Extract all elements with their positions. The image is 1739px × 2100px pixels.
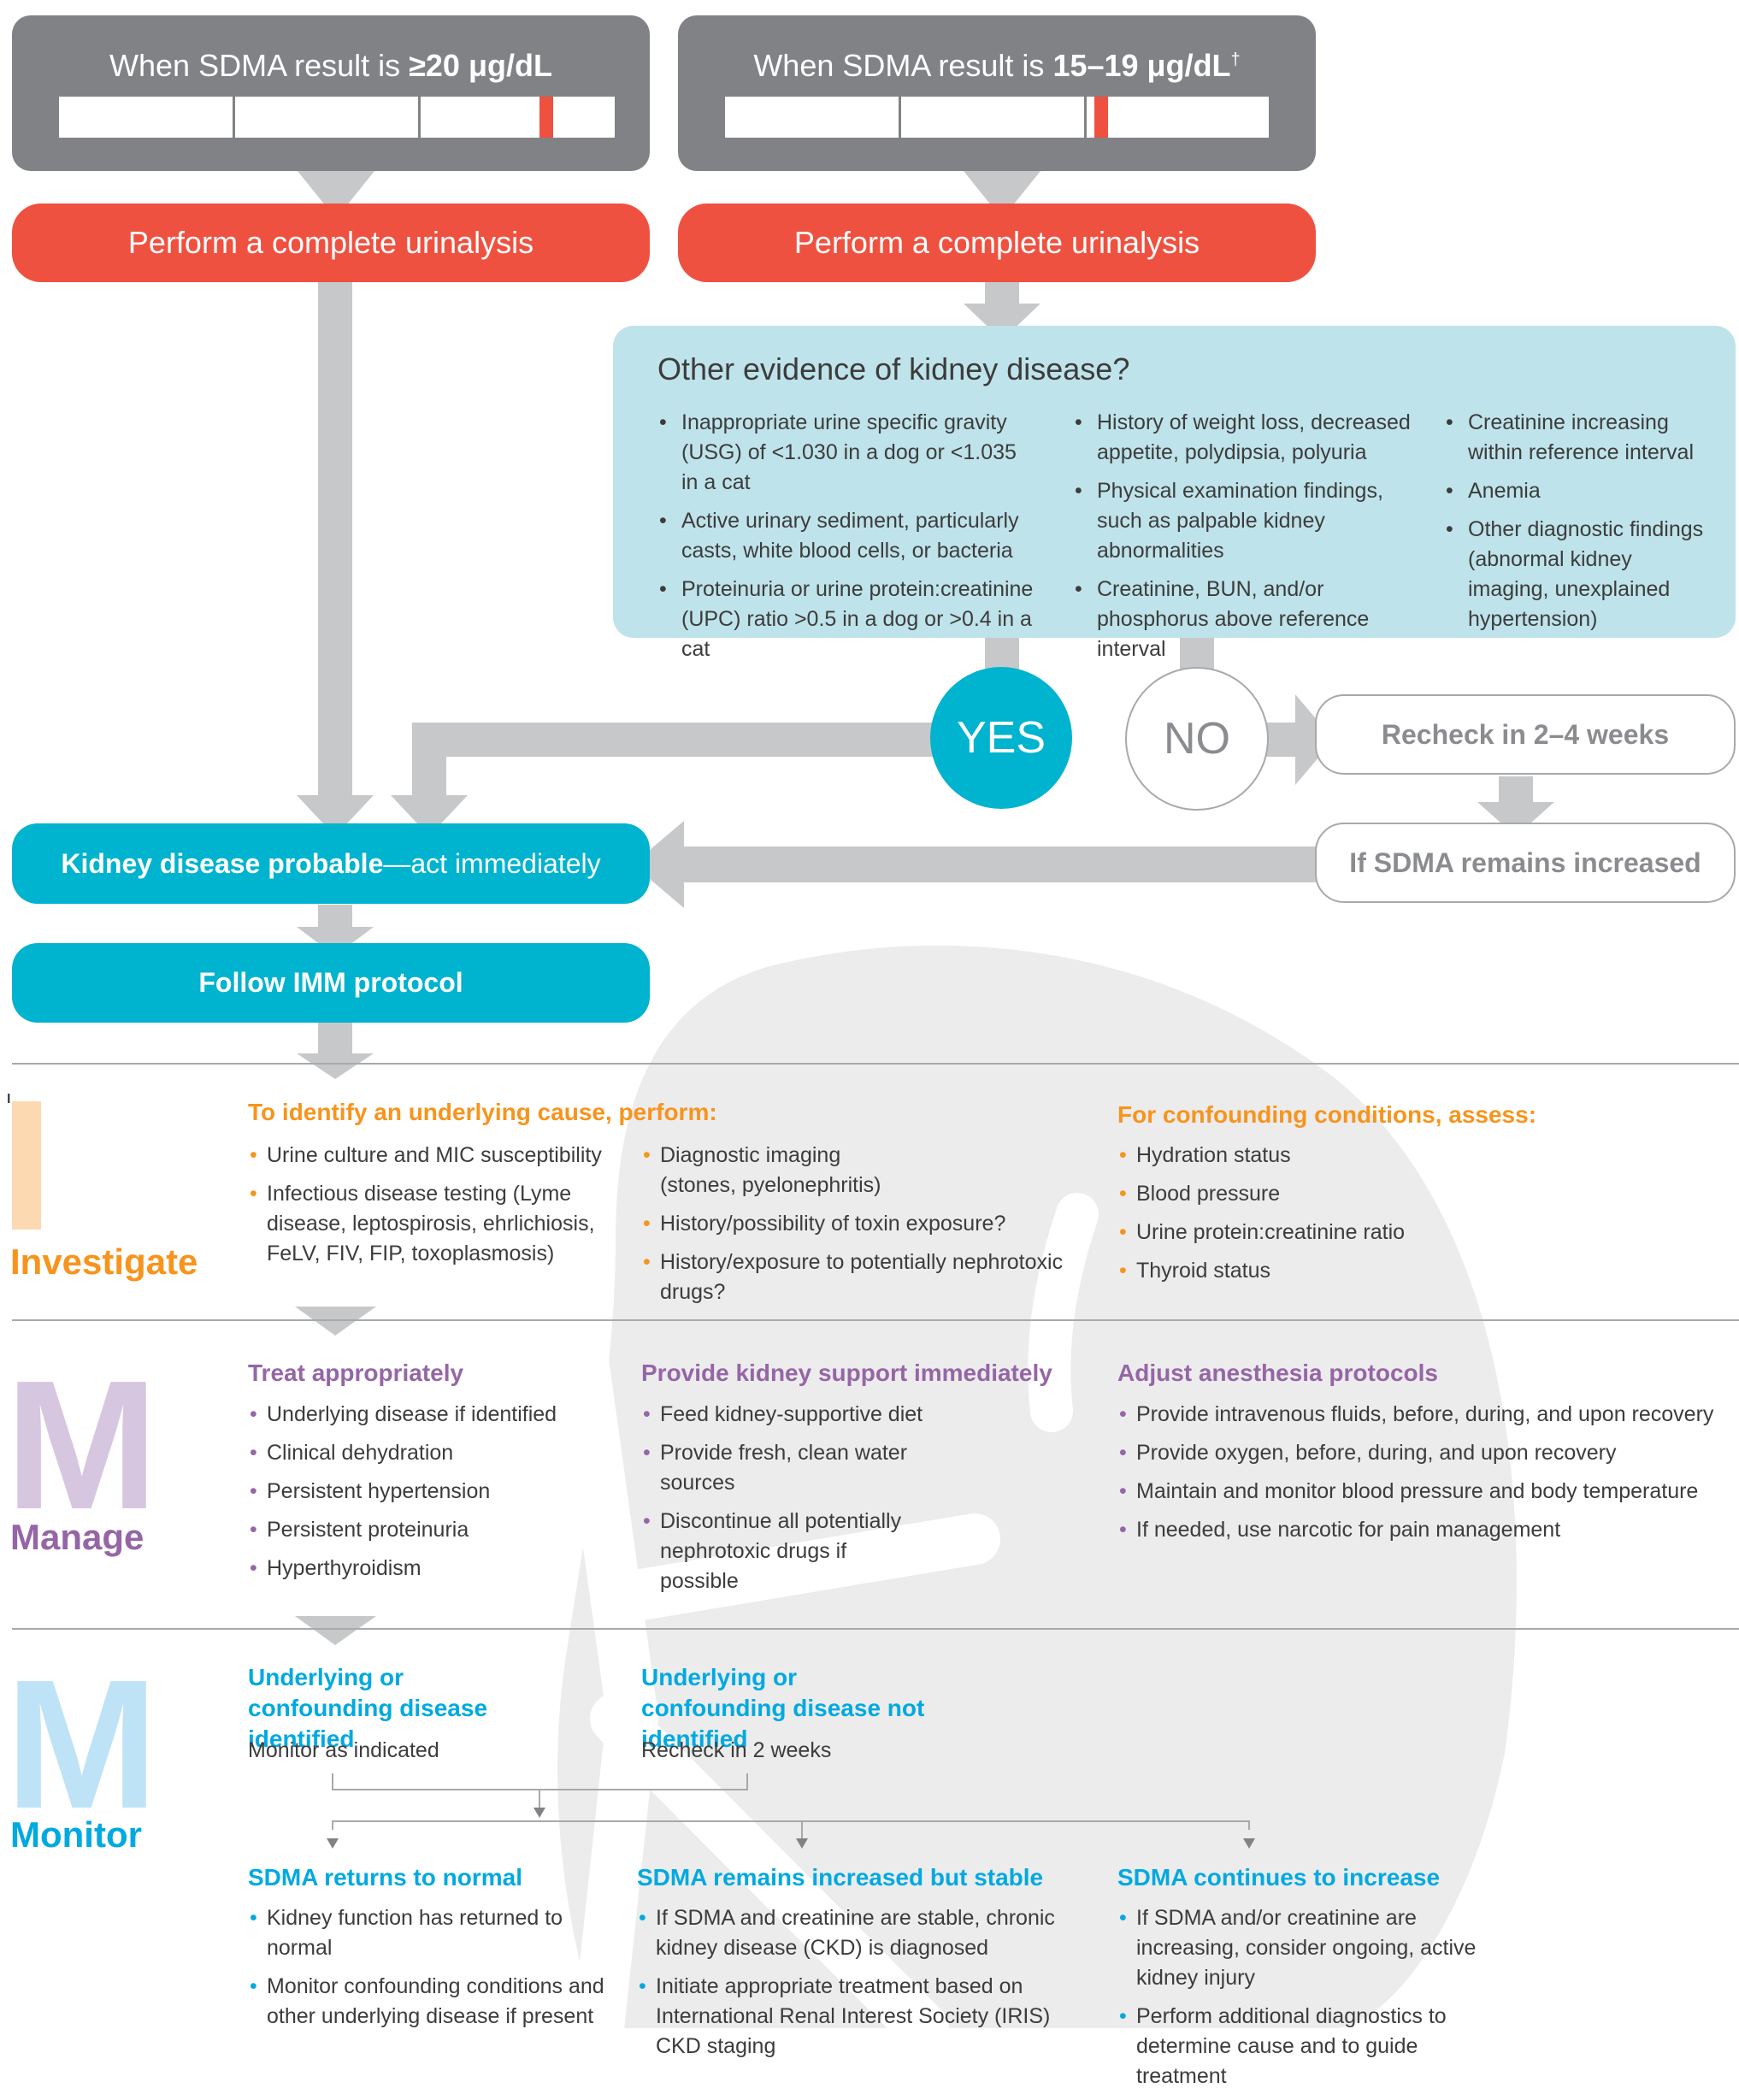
monitor-head-identified: Underlying or confounding disease identi…: [248, 1664, 488, 1752]
list-item: Blood pressure: [1117, 1179, 1630, 1209]
divider-investigate: [12, 1063, 1739, 1065]
list-item: Clinical dehydration: [248, 1438, 616, 1468]
evidence-item: Anemia: [1444, 476, 1718, 506]
sdma-mid-box: When SDMA result is 15–19 μg/dL†: [678, 15, 1316, 171]
outcome-increase-head: SDMA continues to increase: [1117, 1864, 1441, 1891]
list-item: Kidney function has returned to normal: [248, 1903, 607, 1963]
evidence-item: Creatinine increasing within reference i…: [1444, 408, 1718, 468]
evidence-item: Creatinine, BUN, and/or phosphorus above…: [1073, 575, 1415, 664]
list-item: Underlying disease if identified: [248, 1400, 616, 1430]
sdma-high-scale: [59, 97, 615, 138]
list-item: Provide oxygen, before, during, and upon…: [1117, 1438, 1716, 1468]
list-item: Maintain and monitor blood pressure and …: [1117, 1477, 1716, 1507]
evidence-item: Inappropriate urine specific gravity (US…: [657, 408, 1034, 498]
no-circle: NO: [1125, 667, 1269, 811]
sdma-high-box: When SDMA result is ≥20 μg/dL: [12, 15, 650, 171]
list-item: Provide fresh, clean water sources: [641, 1438, 923, 1498]
outcome-normal-head: SDMA returns to normal: [248, 1864, 522, 1891]
list-item: If SDMA and creatinine are stable, chron…: [637, 1903, 1082, 1963]
investigate-list-2: Diagnostic imaging (stones, pyelonephrit…: [641, 1141, 1086, 1316]
sdma-high-value: ≥20 μg/dL: [409, 48, 552, 83]
investigate-letter: I: [7, 1093, 11, 1106]
urinalysis-right: Perform a complete urinalysis: [678, 204, 1316, 282]
recheck-box: Recheck in 2–4 weeks: [1315, 694, 1736, 775]
list-item: Discontinue all potentially nephrotoxic …: [641, 1507, 923, 1596]
outcome-increase-list: If SDMA and/or creatinine are increasing…: [1117, 1903, 1485, 2100]
investigate-head-cause: To identify an underlying cause, perform…: [248, 1099, 717, 1125]
monitor-head-not-identified: Underlying or confounding disease not id…: [641, 1664, 925, 1752]
investigate-head-confounding: For confounding conditions, assess:: [1117, 1101, 1537, 1128]
urinalysis-left: Perform a complete urinalysis: [12, 204, 650, 282]
list-item: Provide intravenous fluids, before, duri…: [1117, 1400, 1716, 1430]
list-item: Persistent hypertension: [248, 1477, 616, 1507]
sdma-high-title: When SDMA result is ≥20 μg/dL: [109, 48, 552, 83]
list-item: History/possibility of toxin exposure?: [641, 1209, 1086, 1239]
list-item: Infectious disease testing (Lyme disease…: [248, 1179, 616, 1269]
list-item: Perform additional diagnostics to determ…: [1117, 2002, 1485, 2091]
list-item: Monitor confounding conditions and other…: [248, 1972, 607, 2032]
list-item: Feed kidney-supportive diet: [641, 1400, 923, 1430]
investigate-list-1: Urine culture and MIC susceptibility Inf…: [248, 1141, 616, 1277]
evidence-item: History of weight loss, decreased appeti…: [1073, 408, 1415, 468]
list-item: If SDMA and/or creatinine are increasing…: [1117, 1903, 1485, 1993]
evidence-item: Active urinary sediment, particularly ca…: [657, 506, 1034, 566]
list-item: If needed, use narcotic for pain managem…: [1117, 1515, 1716, 1545]
monitor-text-identified: Monitor as indicated: [248, 1738, 439, 1762]
manage-head-anesthesia: Adjust anesthesia protocols: [1117, 1360, 1438, 1386]
divider-monitor: [12, 1628, 1739, 1630]
list-item: Thyroid status: [1117, 1256, 1630, 1286]
outcome-stable-list: If SDMA and creatinine are stable, chron…: [637, 1903, 1082, 2070]
follow-imm-protocol: Follow IMM protocol: [12, 943, 650, 1023]
evidence-col2: History of weight loss, decreased appeti…: [1073, 408, 1415, 673]
evidence-item: Proteinuria or urine protein:creatinine …: [657, 575, 1034, 664]
evidence-col1: Inappropriate urine specific gravity (US…: [657, 408, 1034, 673]
manage-head-treat: Treat appropriately: [248, 1360, 464, 1386]
list-item: Diagnostic imaging (stones, pyelonephrit…: [641, 1141, 917, 1200]
manage-list-2: Feed kidney-supportive diet Provide fres…: [641, 1400, 923, 1605]
yes-circle: YES: [930, 667, 1072, 809]
list-item: Urine protein:creatinine ratio: [1117, 1218, 1630, 1248]
kidney-disease-probable: Kidney disease probable—act immediately: [12, 823, 650, 904]
monitor-label: Monitor: [10, 1814, 142, 1855]
sdma-mid-title: When SDMA result is 15–19 μg/dL†: [753, 48, 1241, 83]
manage-list-3: Provide intravenous fluids, before, duri…: [1117, 1400, 1716, 1554]
list-item: Hydration status: [1117, 1141, 1630, 1171]
list-item: Persistent proteinuria: [248, 1515, 616, 1545]
probable-rest: —act immediately: [383, 848, 601, 879]
monitor-letter: M: [5, 1641, 159, 1847]
investigate-letter-bar: [12, 1101, 41, 1230]
sdma-mid-marker: [1094, 97, 1108, 138]
sdma-mid-value: 15–19 μg/dL: [1052, 48, 1231, 83]
evidence-col3: Creatinine increasing within reference i…: [1444, 408, 1718, 643]
evidence-item: Physical examination findings, such as p…: [1073, 476, 1415, 566]
sdma-mid-scale: [725, 97, 1269, 138]
evidence-panel: Other evidence of kidney disease? Inappr…: [613, 326, 1736, 661]
remains-increased-box: If SDMA remains increased: [1315, 823, 1736, 903]
manage-head-support: Provide kidney support immediately: [641, 1360, 1052, 1386]
dagger-mark: †: [1230, 50, 1241, 69]
investigate-list-3: Hydration status Blood pressure Urine pr…: [1117, 1141, 1630, 1295]
outcome-normal-list: Kidney function has returned to normal M…: [248, 1903, 607, 2040]
manage-list-1: Underlying disease if identified Clinica…: [248, 1400, 616, 1592]
flow-connectors: [295, 171, 1554, 1849]
manage-letter: M: [5, 1342, 159, 1548]
evidence-title: Other evidence of kidney disease?: [657, 351, 1130, 386]
list-item: History/exposure to potentially nephroto…: [641, 1248, 1086, 1307]
divider-manage: [12, 1319, 1739, 1321]
monitor-text-not-identified: Recheck in 2 weeks: [641, 1738, 832, 1762]
outcome-stable-head: SDMA remains increased but stable: [637, 1864, 1044, 1891]
list-item: Initiate appropriate treatment based on …: [637, 1972, 1082, 2062]
probable-bold: Kidney disease probable: [61, 848, 384, 879]
sdma-high-marker: [539, 97, 553, 138]
list-item: Urine culture and MIC susceptibility: [248, 1141, 616, 1171]
investigate-label: Investigate: [10, 1242, 198, 1282]
list-item: Hyperthyroidism: [248, 1554, 616, 1584]
manage-label: Manage: [10, 1517, 144, 1557]
evidence-item: Other diagnostic findings (abnormal kidn…: [1444, 515, 1718, 634]
